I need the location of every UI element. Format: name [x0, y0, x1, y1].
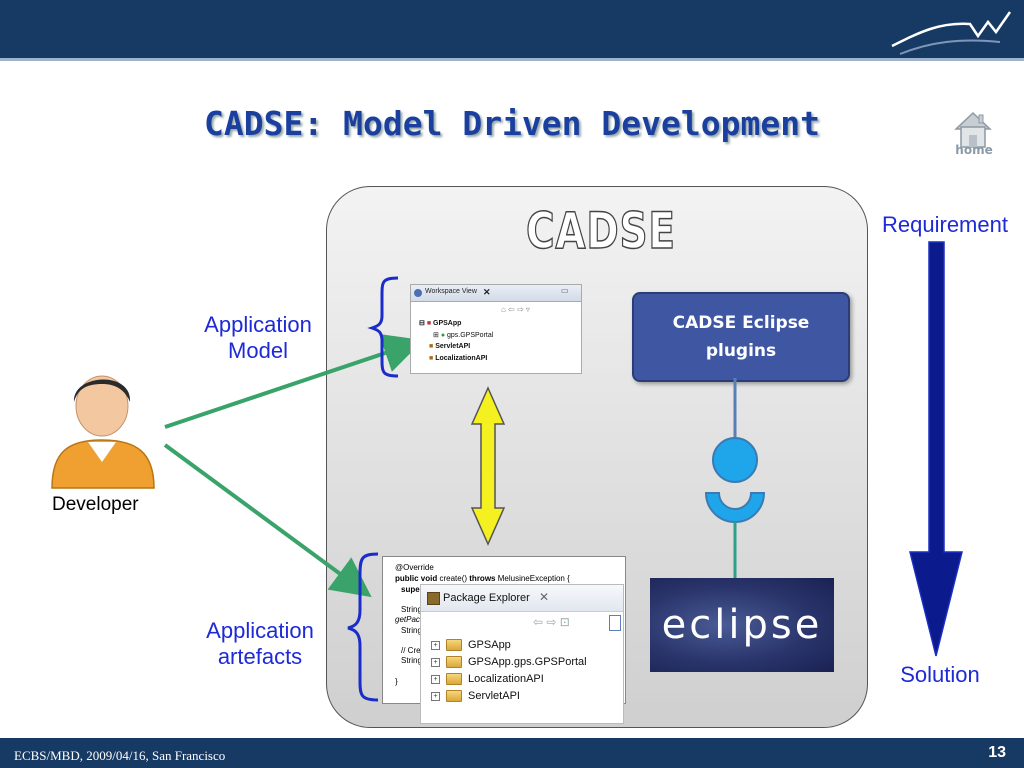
cadse-eclipse-plugins-box: CADSE Eclipse plugins	[632, 292, 850, 382]
package-explorer-panel: Package Explorer ✕ ⇦ ⇨ ⊡ + GPSApp + GPSApp…	[420, 584, 624, 724]
developer-to-artefacts-arrow	[163, 443, 372, 598]
developer-label: Developer	[52, 494, 139, 515]
footer-text: ECBS/MBD, 2009/04/16, San Francisco	[14, 748, 226, 763]
page-number: 13	[988, 744, 1006, 761]
minimize-icon[interactable]: ▭	[561, 286, 569, 295]
solution-label: Solution	[900, 662, 980, 687]
package-item-gpsportal[interactable]: + GPSApp.gps.GPSPortal	[431, 656, 587, 668]
code-keyword: public void	[395, 574, 438, 583]
folder-icon	[446, 656, 462, 668]
code-line: @Override	[395, 563, 434, 572]
code-text: create()	[439, 574, 468, 583]
package-explorer-toolbar-icons[interactable]: ⇦ ⇨ ⊡	[533, 615, 570, 629]
developer-to-model-arrow	[164, 333, 424, 429]
eclipse-logo: eclipse	[650, 578, 834, 672]
code-line: // Cre	[401, 646, 421, 655]
expand-icon[interactable]: +	[431, 657, 440, 667]
slide-title: CADSE: Model Driven Development	[204, 104, 820, 143]
application-artefacts-label: Application artefacts	[190, 618, 330, 670]
folder-icon	[446, 639, 462, 651]
provided-interface-ball	[712, 437, 758, 483]
package-item-label: LocalizationAPI	[468, 673, 544, 685]
developer-avatar-icon	[51, 375, 155, 489]
workspace-item-localizationapi[interactable]: ■ LocalizationAPI	[429, 355, 488, 362]
package-item-servletapi[interactable]: + ServletAPI	[431, 690, 520, 702]
package-item-localizationapi[interactable]: + LocalizationAPI	[431, 673, 544, 685]
code-line: String	[401, 656, 422, 665]
artefacts-brace	[347, 552, 379, 702]
workspace-item-label: GPSApp	[433, 320, 462, 327]
application-model-line1: Application	[204, 312, 312, 337]
package-explorer-title: Package Explorer	[443, 592, 530, 604]
view-menu-icon[interactable]	[609, 615, 621, 631]
application-model-line2: Model	[228, 338, 288, 363]
requirement-label: Requirement	[882, 212, 1008, 237]
home-label[interactable]: home	[955, 143, 993, 157]
home-icon[interactable]	[948, 98, 998, 158]
code-line: String	[401, 605, 422, 614]
workspace-view-tab[interactable]: Workspace View ✕ ▭	[411, 285, 581, 302]
package-explorer-icon	[427, 592, 440, 605]
required-interface-socket	[704, 492, 766, 523]
application-model-label: Application Model	[190, 312, 326, 364]
workspace-view-icon	[414, 289, 422, 297]
code-line: String	[401, 626, 422, 635]
header-divider	[0, 58, 1024, 61]
code-line: getPac	[395, 615, 420, 624]
folder-icon	[446, 690, 462, 702]
package-item-label: GPSApp.gps.GPSPortal	[468, 656, 587, 668]
workspace-toolbar-icons[interactable]: ⌂ ⇦ ⇨ ▿	[501, 305, 530, 314]
package-item-label: GPSApp	[468, 639, 511, 651]
expand-icon[interactable]: +	[431, 691, 440, 701]
model-brace	[367, 276, 399, 378]
package-item-gpsapp[interactable]: + GPSApp	[431, 639, 511, 651]
model-artefacts-sync-arrow	[470, 386, 506, 546]
header-swoosh-icon	[891, 11, 1012, 55]
workspace-item-gpsapp[interactable]: ⊟ ■ GPSApp	[419, 320, 462, 327]
application-artefacts-line2: artefacts	[217, 644, 303, 669]
workspace-item-label: gps.GPSPortal	[447, 332, 494, 339]
code-line: supe	[401, 585, 420, 594]
close-icon[interactable]: ✕	[483, 287, 491, 297]
workspace-item-gpsportal[interactable]: ⊞ ● gps.GPSPortal	[433, 332, 494, 339]
application-artefacts-line1: Application	[206, 618, 314, 643]
code-text: MelusineException {	[497, 574, 570, 583]
code-line: }	[395, 677, 398, 686]
plugins-label-line2: plugins	[705, 341, 777, 361]
package-explorer-tab[interactable]: Package Explorer ✕	[421, 585, 623, 612]
code-keyword: throws	[469, 574, 496, 583]
workspace-view-panel: Workspace View ✕ ▭ ⌂ ⇦ ⇨ ▿ ⊟ ■ GPSApp ⊞ …	[410, 284, 582, 374]
header-bar	[0, 0, 1024, 58]
cadse-panel-label: CADSE	[525, 201, 676, 261]
requirement-to-solution-arrow	[909, 241, 963, 657]
plugins-label-line1: CADSE Eclipse	[672, 313, 810, 333]
eclipse-logo-text: eclipse	[661, 602, 823, 648]
footer-bar	[0, 738, 1024, 768]
code-line: public void create() throws MelusineExce…	[395, 574, 570, 583]
workspace-item-servletapi[interactable]: ■ ServletAPI	[429, 343, 471, 350]
expand-icon[interactable]: +	[431, 674, 440, 684]
folder-icon	[446, 673, 462, 685]
expand-icon[interactable]: +	[431, 640, 440, 650]
close-icon[interactable]: ✕	[539, 590, 550, 604]
workspace-view-title: Workspace View	[425, 288, 477, 295]
workspace-item-label: ServletAPI	[435, 343, 471, 350]
package-item-label: ServletAPI	[468, 690, 520, 702]
workspace-item-label: LocalizationAPI	[435, 355, 488, 362]
